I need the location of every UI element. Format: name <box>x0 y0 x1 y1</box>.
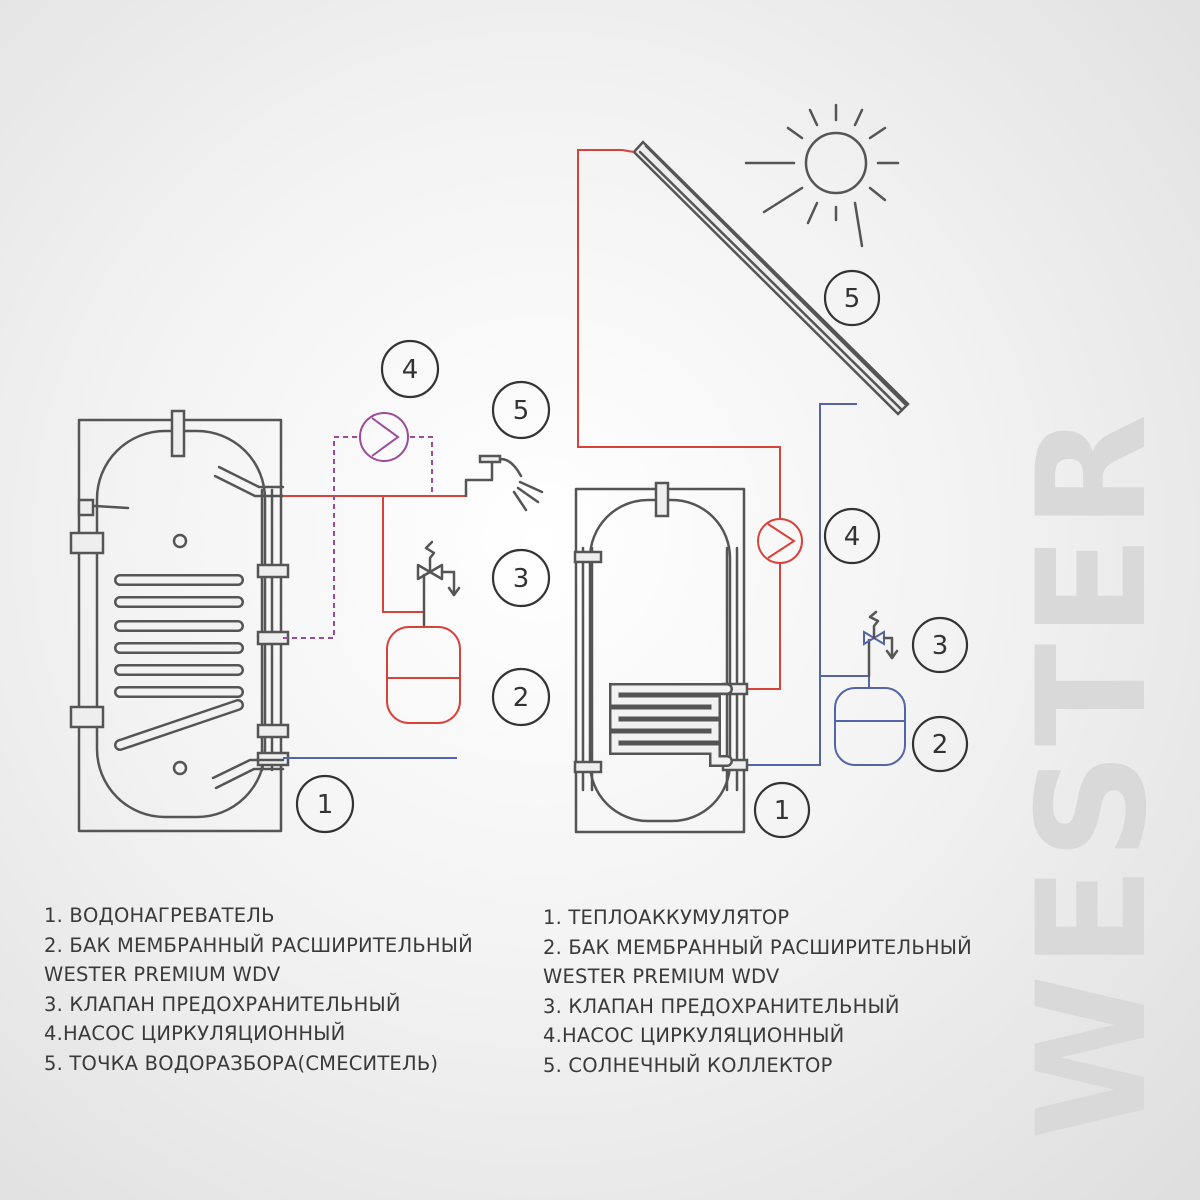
legend-item: WESTER PREMIUM WDV <box>44 963 281 986</box>
right-heat-accumulator <box>573 481 749 834</box>
right-safety-valve-icon <box>863 610 899 678</box>
right-expansion-tank <box>834 687 906 766</box>
right-system: 1 2 3 4 5 <box>573 103 969 839</box>
right-circulation-pump <box>757 518 803 564</box>
legend-item: 5. СОЛНЕЧНЫЙ КОЛЛЕКТОР <box>543 1053 833 1077</box>
legend-right: 1. ТЕПЛОАККУМУЛЯТОР 2. БАК МЕМБРАННЫЙ РА… <box>543 903 972 1080</box>
left-safety-valve-icon <box>416 540 461 629</box>
legend-item: 1. ВОДОНАГРЕВАТЕЛЬ <box>44 904 275 927</box>
left-circulation-pump <box>283 412 433 639</box>
legend-item: 4.НАСОС ЦИРКУЛЯЦИОННЫЙ <box>44 1022 346 1045</box>
left-callout-2: 2 <box>491 667 551 727</box>
svg-text:1: 1 <box>774 796 791 826</box>
left-heat-coil <box>114 574 244 751</box>
right-callout-4: 4 <box>823 507 881 565</box>
legend-item: 3. КЛАПАН ПРЕДОХРАНИТЕЛЬНЫЙ <box>44 992 401 1016</box>
right-callout-5: 5 <box>823 269 881 327</box>
right-callout-1: 1 <box>753 781 811 839</box>
legend-item: 2. БАК МЕМБРАННЫЙ РАСШИРИТЕЛЬНЫЙ <box>44 933 473 957</box>
right-heat-coil <box>609 683 733 767</box>
legend-item: 3. КЛАПАН ПРЕДОХРАНИТЕЛЬНЫЙ <box>543 994 900 1018</box>
legend-item: 1. ТЕПЛОАККУМУЛЯТОР <box>543 906 790 929</box>
svg-text:5: 5 <box>513 396 530 426</box>
svg-text:2: 2 <box>513 683 530 713</box>
sun-icon <box>744 103 900 248</box>
legend-item: 2. БАК МЕМБРАННЫЙ РАСШИРИТЕЛЬНЫЙ <box>543 935 972 959</box>
svg-text:4: 4 <box>844 522 861 552</box>
solar-hot-line <box>577 149 781 690</box>
left-callout-5: 5 <box>491 380 551 440</box>
brand-watermark: WESTER <box>1006 407 1180 1140</box>
svg-text:3: 3 <box>932 631 949 661</box>
legend-item: WESTER PREMIUM WDV <box>543 965 780 988</box>
left-water-heater <box>69 409 290 833</box>
left-callout-4: 4 <box>380 339 440 399</box>
right-callout-2: 2 <box>911 715 969 773</box>
left-callout-3: 3 <box>491 548 551 608</box>
left-callout-1: 1 <box>295 774 355 834</box>
legend-item: 4.НАСОС ЦИРКУЛЯЦИОННЫЙ <box>543 1024 845 1047</box>
svg-text:2: 2 <box>932 730 949 760</box>
legend-left: 1. ВОДОНАГРЕВАТЕЛЬ 2. БАК МЕМБРАННЫЙ РАС… <box>44 901 473 1078</box>
svg-text:5: 5 <box>844 284 861 314</box>
right-callout-3: 3 <box>911 616 969 674</box>
left-hot-line <box>283 495 466 627</box>
left-mixer-tap-icon <box>464 454 544 512</box>
legend-item: 5. ТОЧКА ВОДОРАЗБОРА(СМЕСИТЕЛЬ) <box>44 1051 439 1075</box>
left-expansion-tank <box>386 626 461 724</box>
solar-return-line <box>743 403 870 766</box>
solar-collector <box>632 140 910 416</box>
svg-text:4: 4 <box>402 355 419 385</box>
svg-text:1: 1 <box>317 790 334 820</box>
svg-text:3: 3 <box>513 564 530 594</box>
left-system: 1 2 3 4 5 <box>69 339 551 834</box>
